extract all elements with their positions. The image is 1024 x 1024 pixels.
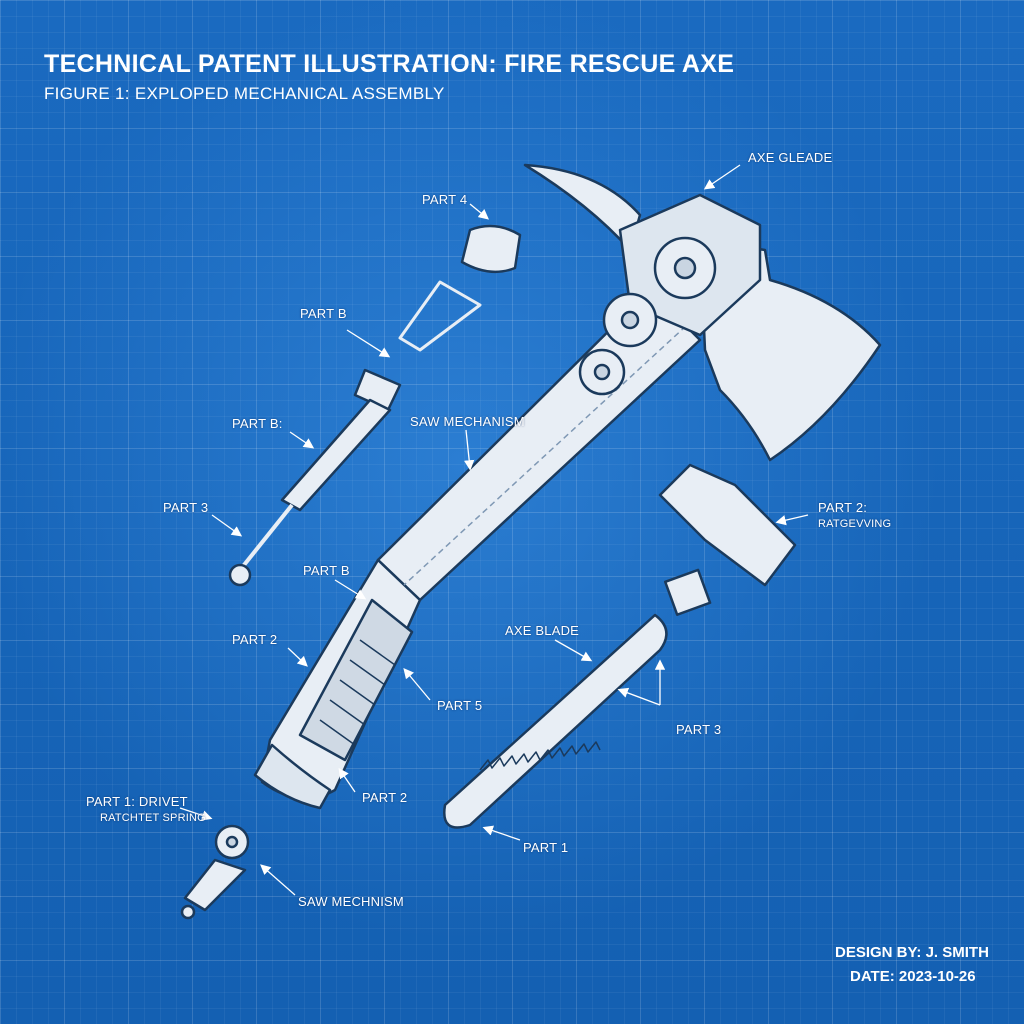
label-part-b-mid: PART B xyxy=(303,563,350,578)
label-axe-gleade: AXE GLEADE xyxy=(748,150,833,165)
bottom-exploded-parts xyxy=(180,824,250,920)
label-saw-mechanism-top: SAW MECHANISM xyxy=(410,414,525,429)
label-part-3-left: PART 3 xyxy=(163,500,209,515)
left-exploded-parts xyxy=(228,224,522,587)
label-part-2-right-sub: RATGEVVING xyxy=(818,518,892,530)
date-credit: DATE: 2023-10-26 xyxy=(850,968,976,985)
label-part-1: PART 1 xyxy=(523,840,569,855)
axe-head xyxy=(523,163,882,462)
label-part-1-drivet: PART 1: DRIVET xyxy=(86,794,188,809)
label-saw-mechnism-bottom: SAW MECHNISM xyxy=(298,894,404,909)
diagram-subtitle: FIGURE 1: EXPLOPED MECHANICAL ASSEMBLY xyxy=(44,84,445,103)
label-part-2-right: PART 2: xyxy=(818,500,868,515)
label-part-4: PART 4 xyxy=(422,192,468,207)
right-exploded-parts xyxy=(443,463,797,829)
label-part-b-colon: PART B: xyxy=(232,416,283,431)
label-part-5: PART 5 xyxy=(437,698,483,713)
design-credit: DESIGN BY: J. SMITH xyxy=(835,944,989,961)
label-part-3-right: PART 3 xyxy=(676,722,722,737)
label-ratchet-spring: RATCHTET SPRING xyxy=(100,812,206,824)
axe-handle xyxy=(253,288,702,810)
label-part-2-left: PART 2 xyxy=(232,632,278,647)
diagram-title: TECHNICAL PATENT ILLUSTRATION: FIRE RESC… xyxy=(44,50,735,78)
label-axe-blade: AXE BLADE xyxy=(505,623,580,638)
label-part-b-top: PART B xyxy=(300,306,347,321)
label-part-2-bottom: PART 2 xyxy=(362,790,408,805)
